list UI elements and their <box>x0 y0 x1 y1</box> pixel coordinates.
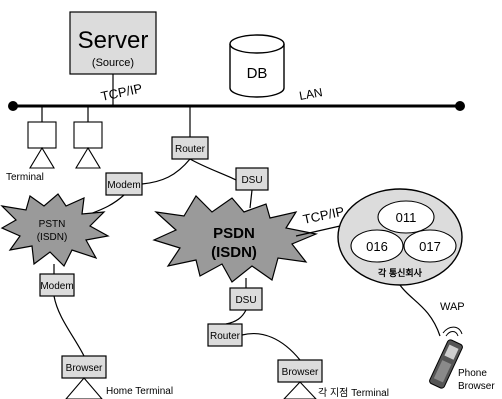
carrier-016-label: 016 <box>366 239 388 254</box>
router-modem-link <box>141 158 191 185</box>
home-browser-label: Browser <box>66 363 103 374</box>
pstn-label-line1: PSTN <box>39 219 66 230</box>
router-bottom-label: Router <box>210 331 241 342</box>
psdn-isdn-cloud <box>152 195 319 283</box>
psdn-label-line2: (ISDN) <box>211 244 257 261</box>
db-label: DB <box>247 65 268 82</box>
database-icon <box>229 34 285 98</box>
modem-bottom-box <box>39 273 75 297</box>
mobile-phone-icon <box>429 326 463 389</box>
router-top-label: Router <box>175 144 206 155</box>
phone-label-line2: Browser <box>458 381 495 392</box>
modem-pstn-link <box>89 194 125 215</box>
dsu-router-link <box>225 309 247 325</box>
psdn-carrier-link <box>295 225 341 237</box>
dsu-psdn-link <box>249 189 253 209</box>
carrier-011 <box>377 200 435 234</box>
pstn-cloud <box>0 193 110 268</box>
branch-terminal-caption: 각 지점 Terminal <box>318 387 389 399</box>
pstn-label-line2: (ISDN) <box>37 232 68 243</box>
carrier-011-label: 011 <box>396 210 417 225</box>
home-terminal-caption: Home Terminal <box>106 386 173 397</box>
modem-browser-link <box>53 295 85 357</box>
terminal-icon <box>27 106 57 169</box>
lan-protocol-label: TCP/IP <box>100 81 144 104</box>
terminal-label: Terminal <box>6 172 44 183</box>
branch-terminal-stand <box>283 381 317 399</box>
router-dsu-link <box>189 158 237 181</box>
modem-bottom-label: Modem <box>40 281 73 292</box>
phone-label-line1: Phone <box>458 368 487 379</box>
wap-link <box>399 284 441 337</box>
server-box <box>69 11 157 75</box>
server-subtitle: (Source) <box>92 57 134 69</box>
psdn-label-line1: PSDN <box>213 225 255 242</box>
branch-browser-label: Browser <box>282 367 319 378</box>
carrier-caption: 각 통신회사 <box>378 267 423 278</box>
lan-end-left <box>8 101 18 111</box>
router-browser-link <box>241 333 301 361</box>
dsu-top-label: DSU <box>241 175 262 186</box>
carrier-017-label: 017 <box>419 239 441 254</box>
wap-label: WAP <box>440 301 465 313</box>
terminal-icon <box>73 106 103 169</box>
lan-end-right <box>455 101 465 111</box>
carrier-017 <box>403 229 457 263</box>
carrier-link-label: TCP/IP <box>302 204 346 227</box>
carrier-016 <box>350 229 404 263</box>
home-terminal-stand <box>65 377 103 399</box>
server-title: Server <box>78 27 149 54</box>
modem-left-label: Modem <box>107 180 140 191</box>
lan-label: LAN <box>298 85 323 103</box>
dsu-bottom-label: DSU <box>235 295 256 306</box>
